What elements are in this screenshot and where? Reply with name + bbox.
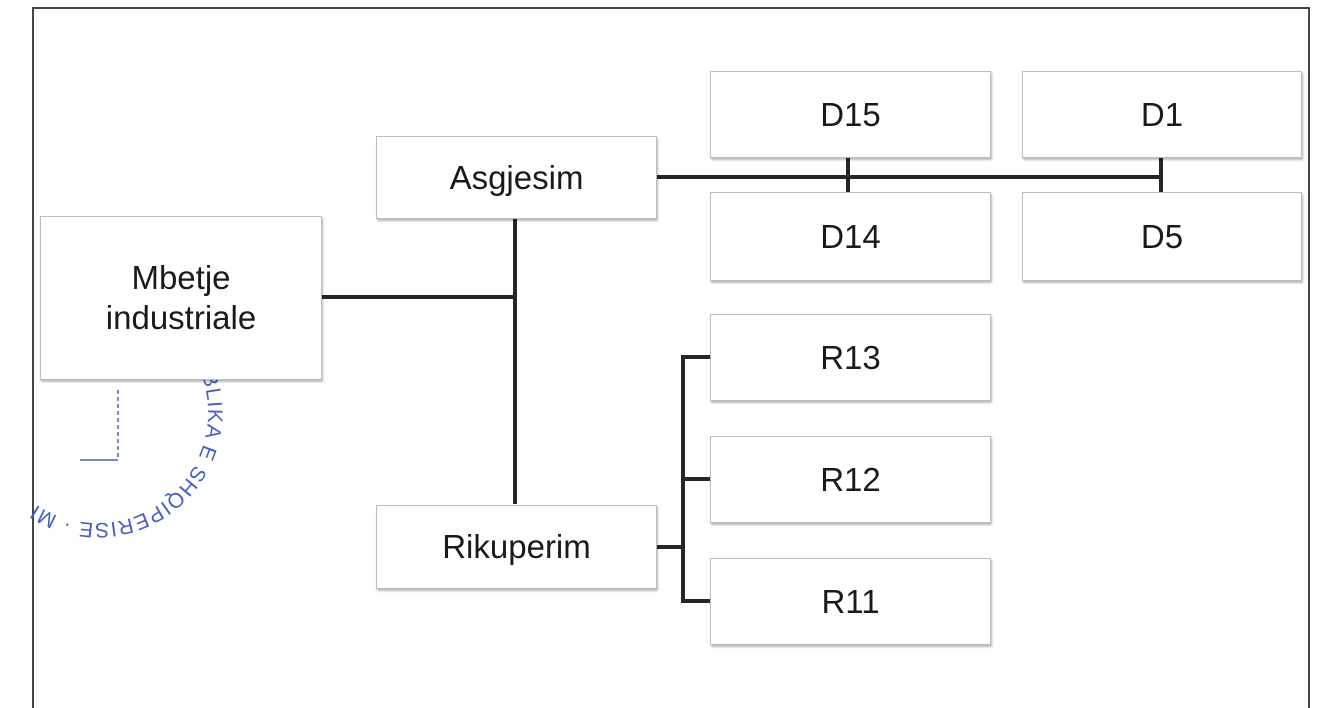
node-r13: R13	[710, 314, 991, 401]
connector-r13	[681, 355, 711, 359]
connector-d15-d14	[846, 158, 850, 192]
connector-d1-d5	[1159, 158, 1163, 192]
node-r11: R11	[710, 558, 991, 645]
node-d15: D15	[710, 71, 991, 158]
connector-r11	[681, 599, 711, 603]
diagram-frame	[32, 7, 1310, 708]
connector-trunk-vertical	[513, 218, 517, 504]
node-mbetje-industriale: Mbetje industriale	[40, 216, 322, 380]
node-rikuperim: Rikuperim	[376, 505, 657, 589]
connector-root-trunk	[320, 295, 516, 299]
node-d14: D14	[710, 192, 991, 281]
node-r12: R12	[710, 436, 991, 523]
connector-asgjesim-d	[655, 175, 1163, 179]
node-d1: D1	[1022, 71, 1302, 158]
connector-rikuperim-stub	[657, 545, 685, 549]
connector-r12	[681, 477, 711, 481]
node-d5: D5	[1022, 192, 1302, 281]
node-asgjesim: Asgjesim	[376, 136, 657, 219]
